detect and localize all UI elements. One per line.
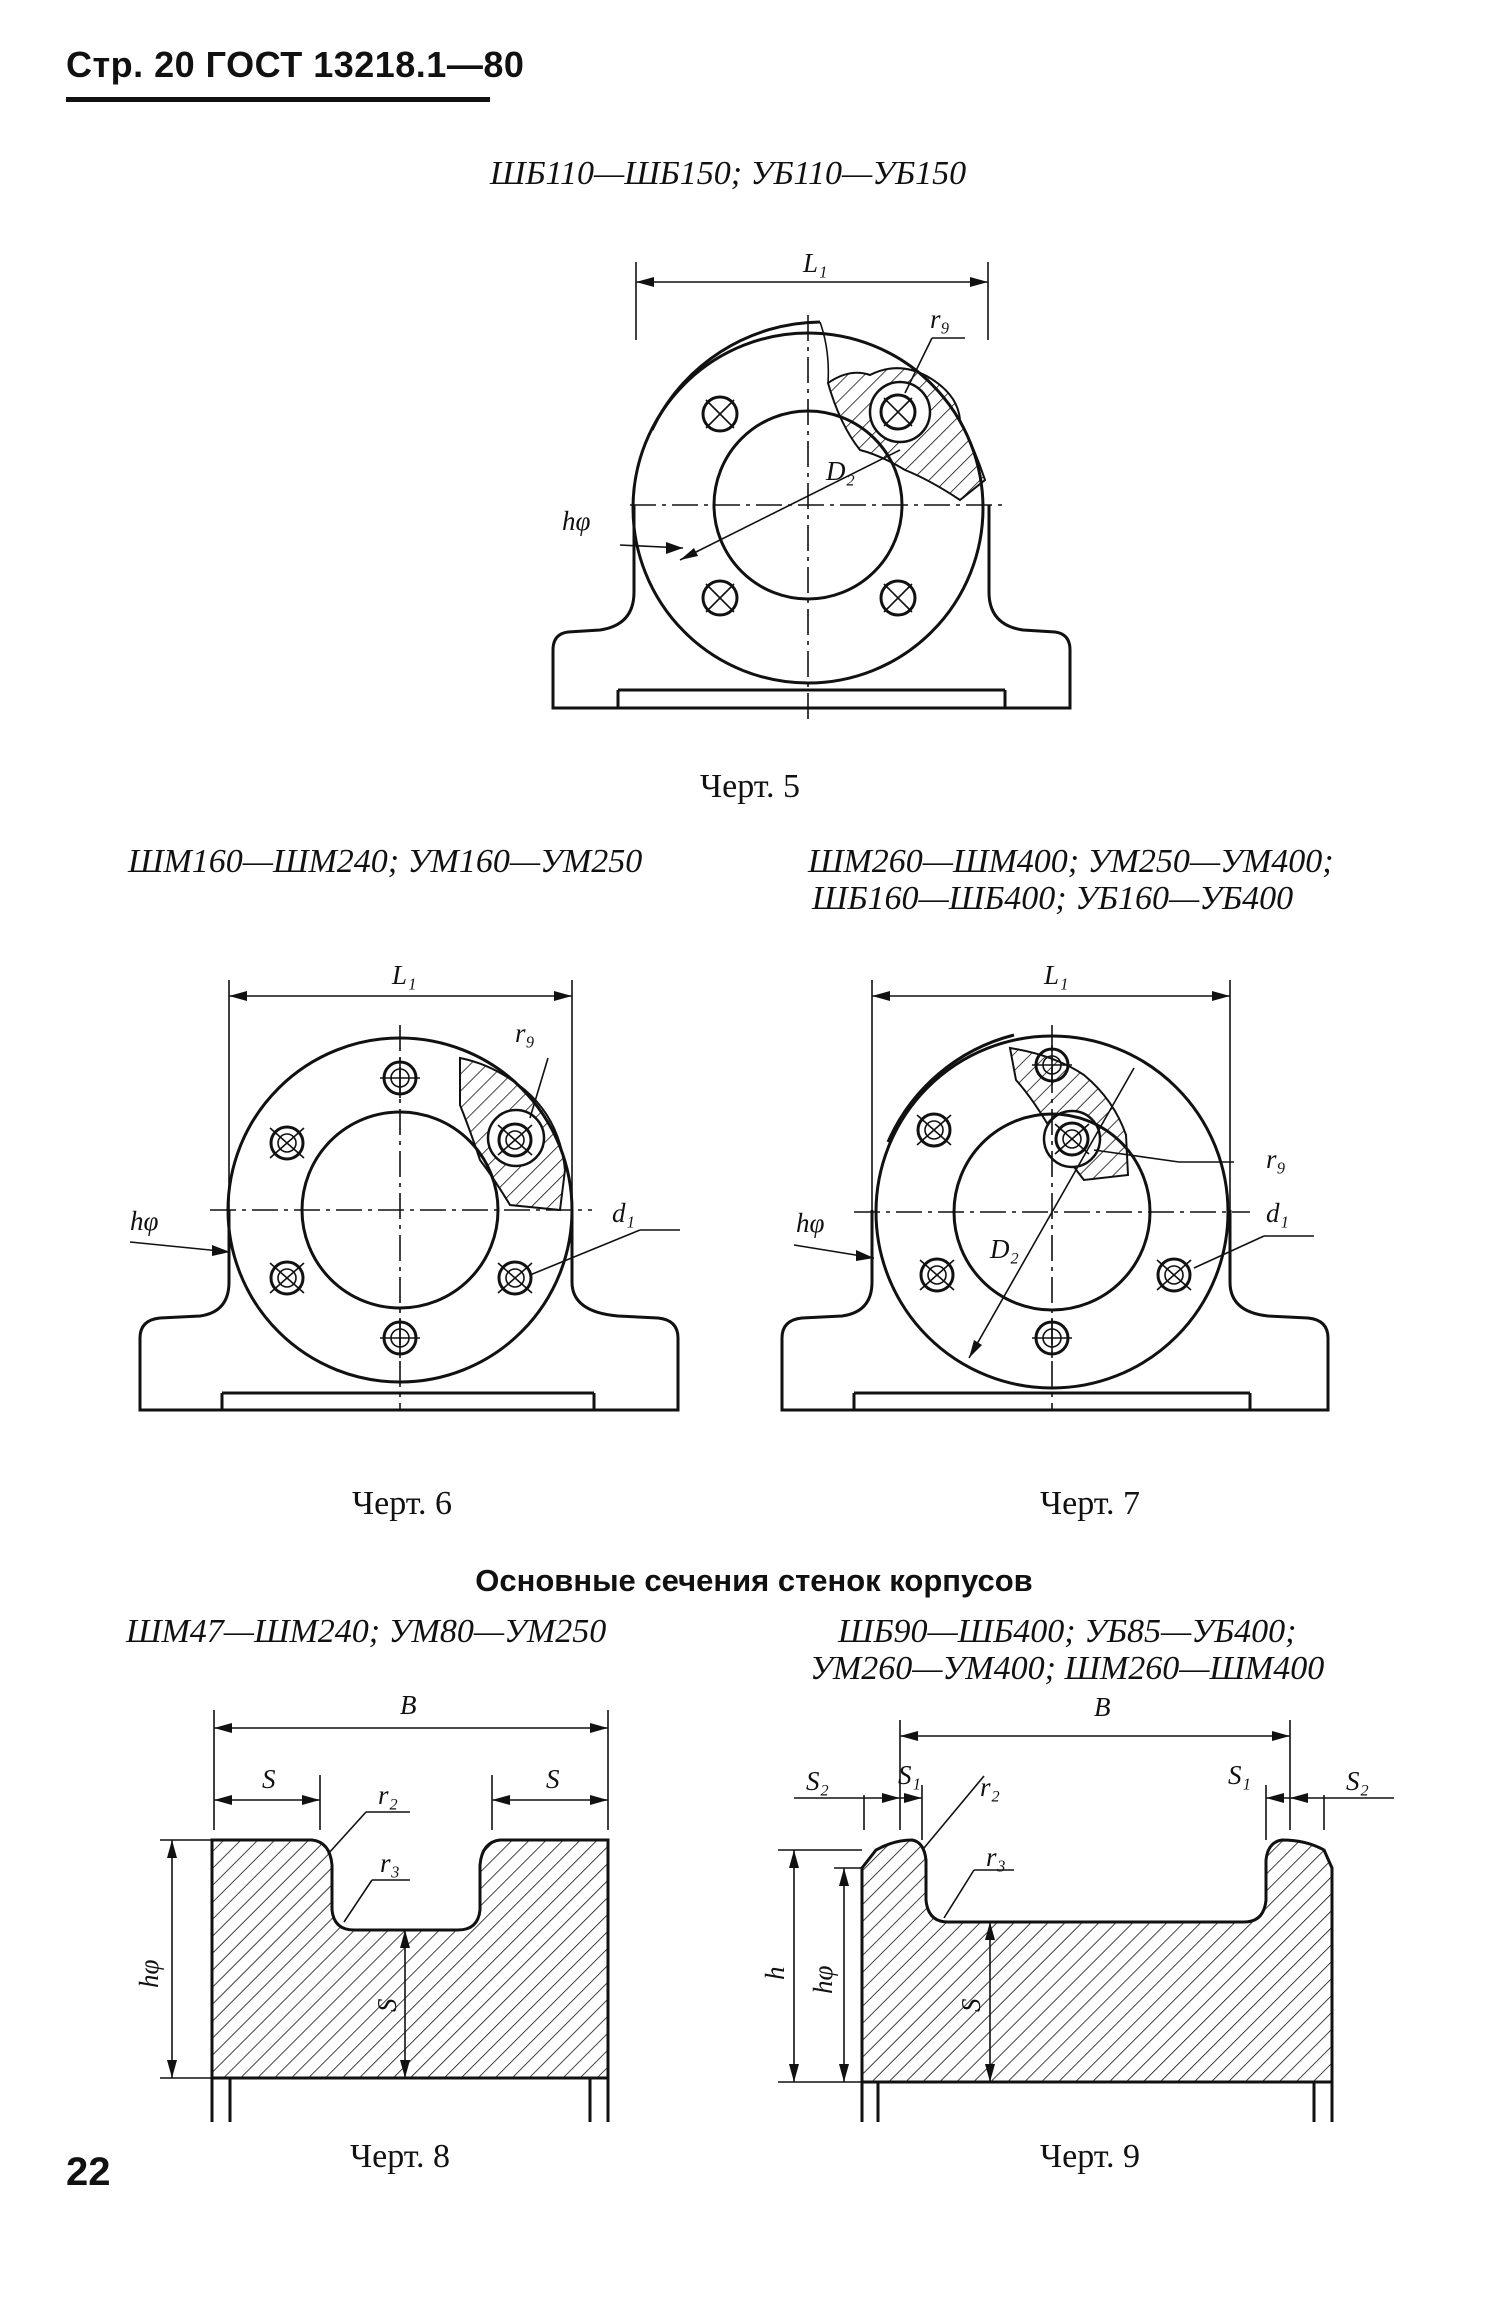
- fig9-label-h: h: [760, 1967, 790, 1981]
- fig8-drawing: B S S r₂ r₃ hφ S: [134, 1690, 610, 2122]
- fig8-caption: Черт. 8: [350, 2138, 451, 2175]
- page-number: 22: [66, 2150, 111, 2194]
- page-header: Стр. 20 ГОСТ 13218.1—80: [66, 44, 525, 85]
- fig7-caption: Черт. 7: [1040, 1485, 1141, 1522]
- fig5-label-hf: hφ: [562, 506, 591, 536]
- fig6-drawing: L₁ r₉ d₁ hφ: [129, 960, 680, 1412]
- fig7-label-r9: r₉: [1266, 1144, 1286, 1174]
- fig7-label-d1: d₁: [1266, 1198, 1289, 1228]
- fig8-label-hf: hφ: [134, 1960, 164, 1989]
- fig9-title-line1: ШБ90—ШБ400; УБ85—УБ400;: [838, 1613, 1297, 1650]
- fig5-title: ШБ110—ШБ150; УБ110—УБ150: [490, 155, 967, 192]
- header-rule: [66, 97, 490, 102]
- section-heading: Основные сечения стенок корпусов: [475, 1563, 1033, 1598]
- fig9-label-S1-right: S₁: [1228, 1760, 1251, 1790]
- fig5-label-r9: r₉: [930, 304, 950, 334]
- fig7-drawing: L₁ r₉ d₁ D₂ hφ: [780, 960, 1330, 1412]
- fig9-label-hf: hφ: [808, 1966, 838, 1995]
- fig7-title-line2: ШБ160—ШБ400; УБ160—УБ400: [812, 880, 1294, 917]
- fig9-label-B: B: [1094, 1692, 1111, 1722]
- fig5-label-D2: D₂: [825, 456, 855, 486]
- fig7-label-D2: D₂: [989, 1234, 1019, 1264]
- fig9-label-S2-right: S₂: [1346, 1766, 1369, 1796]
- fig5-label-L1: L₁: [802, 248, 827, 278]
- fig6-label-d1: d₁: [612, 1198, 635, 1228]
- fig8-label-r2: r₂: [378, 1780, 398, 1810]
- fig9-label-r2: r₂: [980, 1772, 1000, 1802]
- fig6-title: ШМ160—ШМ240; УМ160—УМ250: [128, 843, 643, 880]
- fig8-label-B: B: [400, 1690, 417, 1720]
- fig8-label-S-vertical: S: [372, 1998, 402, 2012]
- fig8-label-S-left: S: [262, 1764, 276, 1794]
- fig9-label-S2-left: S₂: [806, 1766, 829, 1796]
- fig9-label-r3: r₃: [986, 1842, 1006, 1872]
- fig7-label-L1: L₁: [1043, 960, 1068, 990]
- fig6-label-L1: L₁: [391, 960, 416, 990]
- fig6-label-r9: r₉: [515, 1018, 535, 1048]
- fig7-label-hf: hφ: [796, 1208, 825, 1238]
- fig9-drawing: B S₂ S₁ r₂ S₁ S₂ r₃ h hφ S: [760, 1692, 1394, 2122]
- fig9-caption: Черт. 9: [1040, 2138, 1141, 2175]
- fig6-label-hf: hφ: [130, 1206, 159, 1236]
- fig9-label-S-vertical: S: [956, 1998, 986, 2012]
- fig5-drawing: L₁ r₉ D₂ hφ: [551, 248, 1072, 722]
- fig8-label-S-right: S: [546, 1764, 560, 1794]
- fig5-caption: Черт. 5: [700, 768, 801, 805]
- fig6-caption: Черт. 6: [352, 1485, 453, 1522]
- fig8-title: ШМ47—ШМ240; УМ80—УМ250: [126, 1613, 607, 1650]
- fig5-bolt-holes: [701, 393, 917, 617]
- fig7-title-line1: ШМ260—ШМ400; УМ250—УМ400;: [808, 843, 1334, 880]
- fig8-label-r3: r₃: [380, 1848, 400, 1878]
- fig9-title-line2: УМ260—УМ400; ШМ260—ШМ400: [810, 1650, 1325, 1687]
- fig9-label-S1-left: S₁: [898, 1760, 921, 1790]
